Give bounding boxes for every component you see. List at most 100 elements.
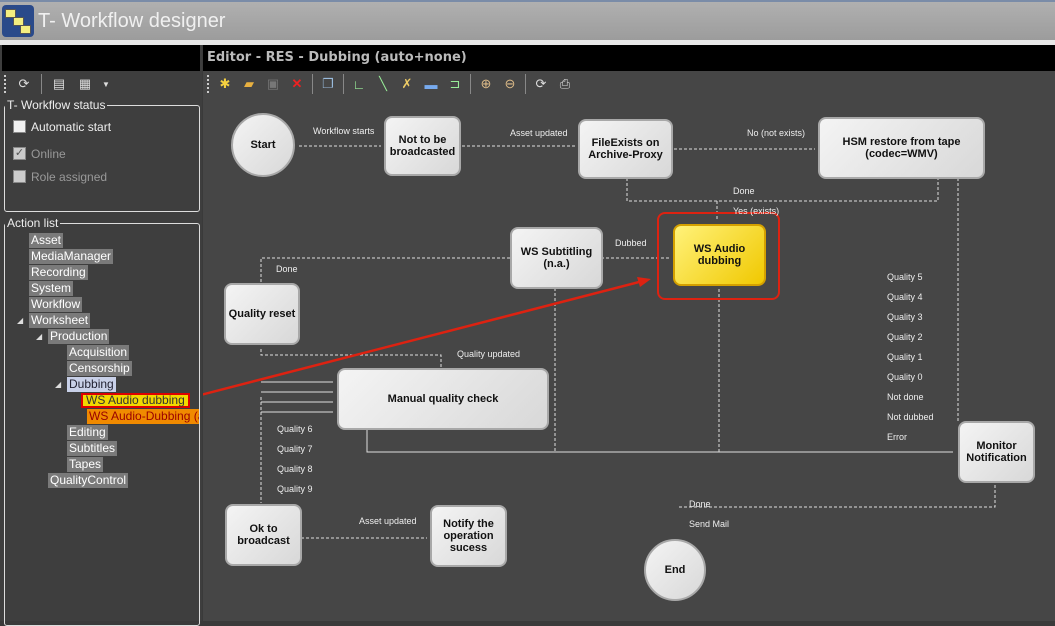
node-ws-subtitling[interactable]: WS Subtitling (n.a.) [510,227,603,289]
tree-item-mediamanager[interactable]: MediaManager [29,249,114,264]
connector-label: Not dubbed [887,412,934,422]
online-label: Online [31,146,66,161]
divider [0,40,1055,45]
node-ws-audio-dubbing[interactable]: WS Audio dubbing [673,224,766,286]
tree-item-censorship[interactable]: Censorship [67,361,132,376]
connector-label: Done [733,186,755,196]
node-manual-quality-check[interactable]: Manual quality check [337,368,549,430]
highlight-frame [657,212,780,300]
node-start[interactable]: Start [231,113,295,177]
connector-label: Quality 7 [277,444,313,454]
connector-label: Error [887,432,907,442]
connector [260,349,442,367]
separator [470,74,471,94]
connector-label: Quality 5 [887,272,923,282]
connector-label: Dubbed [615,238,647,248]
node-notify-operation[interactable]: Notify the operation sucess [430,505,507,567]
zoom-out-icon[interactable]: ⊖ [504,76,516,91]
toolbar-grip[interactable] [207,75,210,93]
left-panel: ⟳ ▤ ▦ ▼ T- Workflow status Automatic sta… [0,45,202,626]
connector-label: Workflow starts [313,126,375,136]
line-connector-icon[interactable]: ╲ [379,76,387,91]
tree-item-workflow[interactable]: Workflow [29,297,83,312]
tree-item-qualitycontrol[interactable]: QualityControl [48,473,129,488]
refresh-icon[interactable]: ⟳ [535,76,547,91]
action-list-group: Action list Asset MediaManager Recording… [4,216,200,626]
delete-icon[interactable]: ✕ [291,76,303,91]
connector-label: Quality updated [457,349,521,359]
app-logo-icon [2,5,34,37]
action-list-title: Action list [7,216,59,230]
connector-label: Not done [887,392,924,402]
connector [677,485,996,508]
connector-label: Quality 1 [887,352,923,362]
tree-item-ws-audio-dubbing[interactable]: WS Audio dubbing [81,393,190,408]
separator [41,74,42,94]
open-folder-icon[interactable]: ▰ [244,76,254,91]
expand-icon[interactable]: ◢ [17,316,24,325]
connector-label: Yes (exists) [733,206,780,216]
connector-label: Quality 2 [887,332,923,342]
refresh-icon[interactable]: ⟳ [18,76,30,91]
connector-label: Quality 9 [277,484,313,494]
rectangle-icon[interactable]: ▬ [424,76,438,92]
tree-item-tapes[interactable]: Tapes [67,457,104,472]
node-hsm-restore[interactable]: HSM restore from tape (codec=WMV) [818,117,985,179]
connector-label: Done [276,264,298,274]
expand-icon[interactable]: ◢ [55,380,62,389]
tree-item-recording[interactable]: Recording [29,265,88,280]
tree-item-subtitles[interactable]: Subtitles [67,441,118,456]
connectors [203,145,996,539]
workflow-status-group: T- Workflow status Automatic start ✓ Onli… [4,98,200,212]
print-icon[interactable]: ⎙ [559,76,571,91]
toolbar-grip[interactable] [4,75,7,93]
add-workflow-icon[interactable]: ▦ [78,76,92,91]
left-panel-header [2,45,200,71]
node-monitor-notification[interactable]: Monitor Notification [958,421,1035,483]
role-assigned-label: Role assigned [31,169,108,184]
cut-connector-icon[interactable]: ✗ [401,76,413,91]
zoom-in-icon[interactable]: ⊕ [480,76,492,91]
tree-item-ws-audio-dubbing-aa[interactable]: WS Audio-Dubbing (a.a [87,409,199,424]
save-icon[interactable]: ▣ [266,76,280,91]
connector [626,178,939,202]
connector-label: Quality 8 [277,464,313,474]
title-bar: T- Workflow designer [0,0,1055,40]
new-icon[interactable]: ✱ [219,76,231,91]
automatic-start-checkbox[interactable]: Automatic start [13,118,199,135]
editor-title: Editor - RES - Dubbing (auto+none) [203,45,1055,71]
tree-item-system[interactable]: System [29,281,74,296]
node-end[interactable]: End [644,539,706,601]
workflow-status-title: T- Workflow status [7,98,106,112]
connector-label: Asset updated [359,516,417,526]
polyline-icon[interactable]: ⊐ [449,76,461,91]
node-quality-reset[interactable]: Quality reset [224,283,300,345]
highlight-arrow [203,279,644,396]
editor-panel: Editor - RES - Dubbing (auto+none) ✱ ▰ ▣… [203,45,1055,621]
dropdown-icon[interactable]: ▼ [102,79,110,89]
node-not-broadcasted[interactable]: Not to be broadcasted [384,116,461,176]
node-ok-to-broadcast[interactable]: Ok to broadcast [225,504,302,566]
copy-icon[interactable]: ❐ [322,76,334,91]
checkbox-box[interactable] [13,120,26,133]
workflow-canvas[interactable]: Start Not to be broadcasted FileExists o… [203,97,1055,621]
separator [343,74,344,94]
settings-icon[interactable]: ▤ [52,76,66,91]
connector [261,381,333,413]
left-toolbar: ⟳ ▤ ▦ ▼ [4,73,110,95]
elbow-connector-icon[interactable]: ∟ [352,76,366,92]
tree-item-editing[interactable]: Editing [67,425,108,440]
expand-icon[interactable]: ◢ [36,332,43,341]
checkbox-box [13,170,26,183]
tree-item-acquisition[interactable]: Acquisition [67,345,130,360]
connector-label: Quality 3 [887,312,923,322]
tree-item-dubbing[interactable]: Dubbing [67,377,116,392]
checkbox-checked: ✓ [13,147,26,160]
node-file-exists[interactable]: FileExists on Archive-Proxy [578,119,673,179]
tree-item-worksheet[interactable]: Worksheet [29,313,91,328]
tree-item-asset[interactable]: Asset [29,233,64,248]
tree-item-production[interactable]: Production [48,329,110,344]
connector-label: Done [689,499,711,509]
connector-label: No (not exists) [747,128,806,138]
connector [260,257,510,283]
